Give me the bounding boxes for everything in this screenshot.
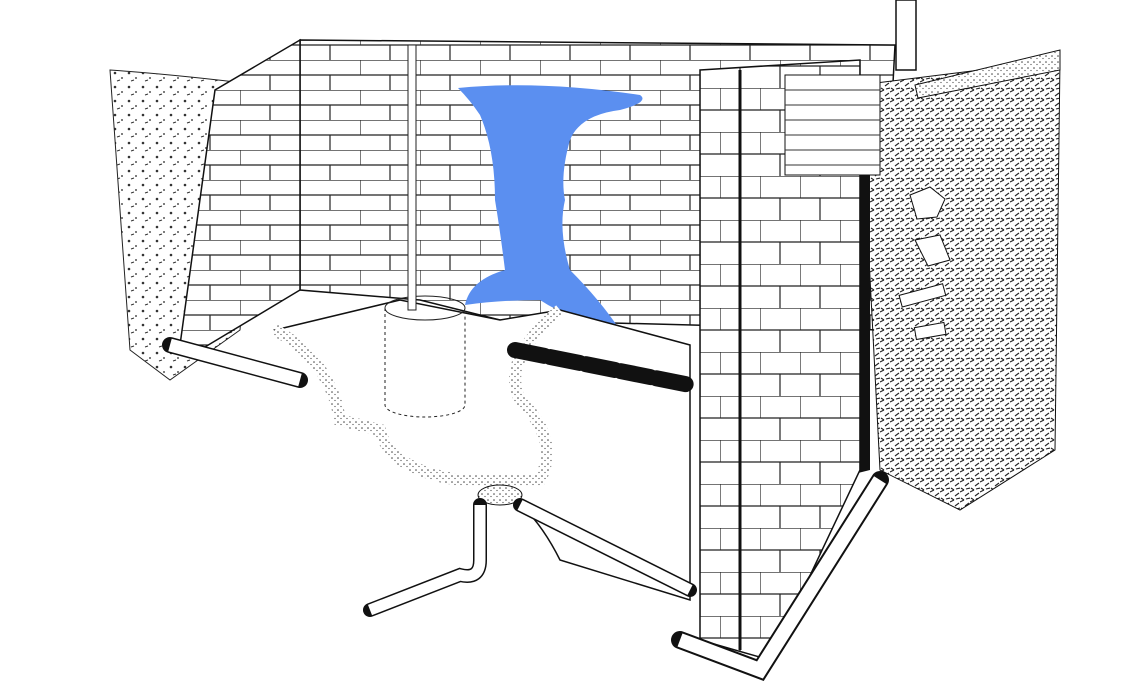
sump-pipe (407, 44, 417, 311)
sump-pit (384, 308, 466, 418)
right-soil (859, 59, 1061, 511)
insulation-board (784, 74, 881, 176)
soil-debris (898, 186, 951, 341)
floor-drain (477, 484, 523, 506)
broken-slab-edge (272, 305, 564, 486)
water-leak (458, 85, 643, 330)
sidewalk (914, 49, 1061, 99)
downspout (895, 0, 917, 71)
drain-tile-back (507, 342, 698, 393)
